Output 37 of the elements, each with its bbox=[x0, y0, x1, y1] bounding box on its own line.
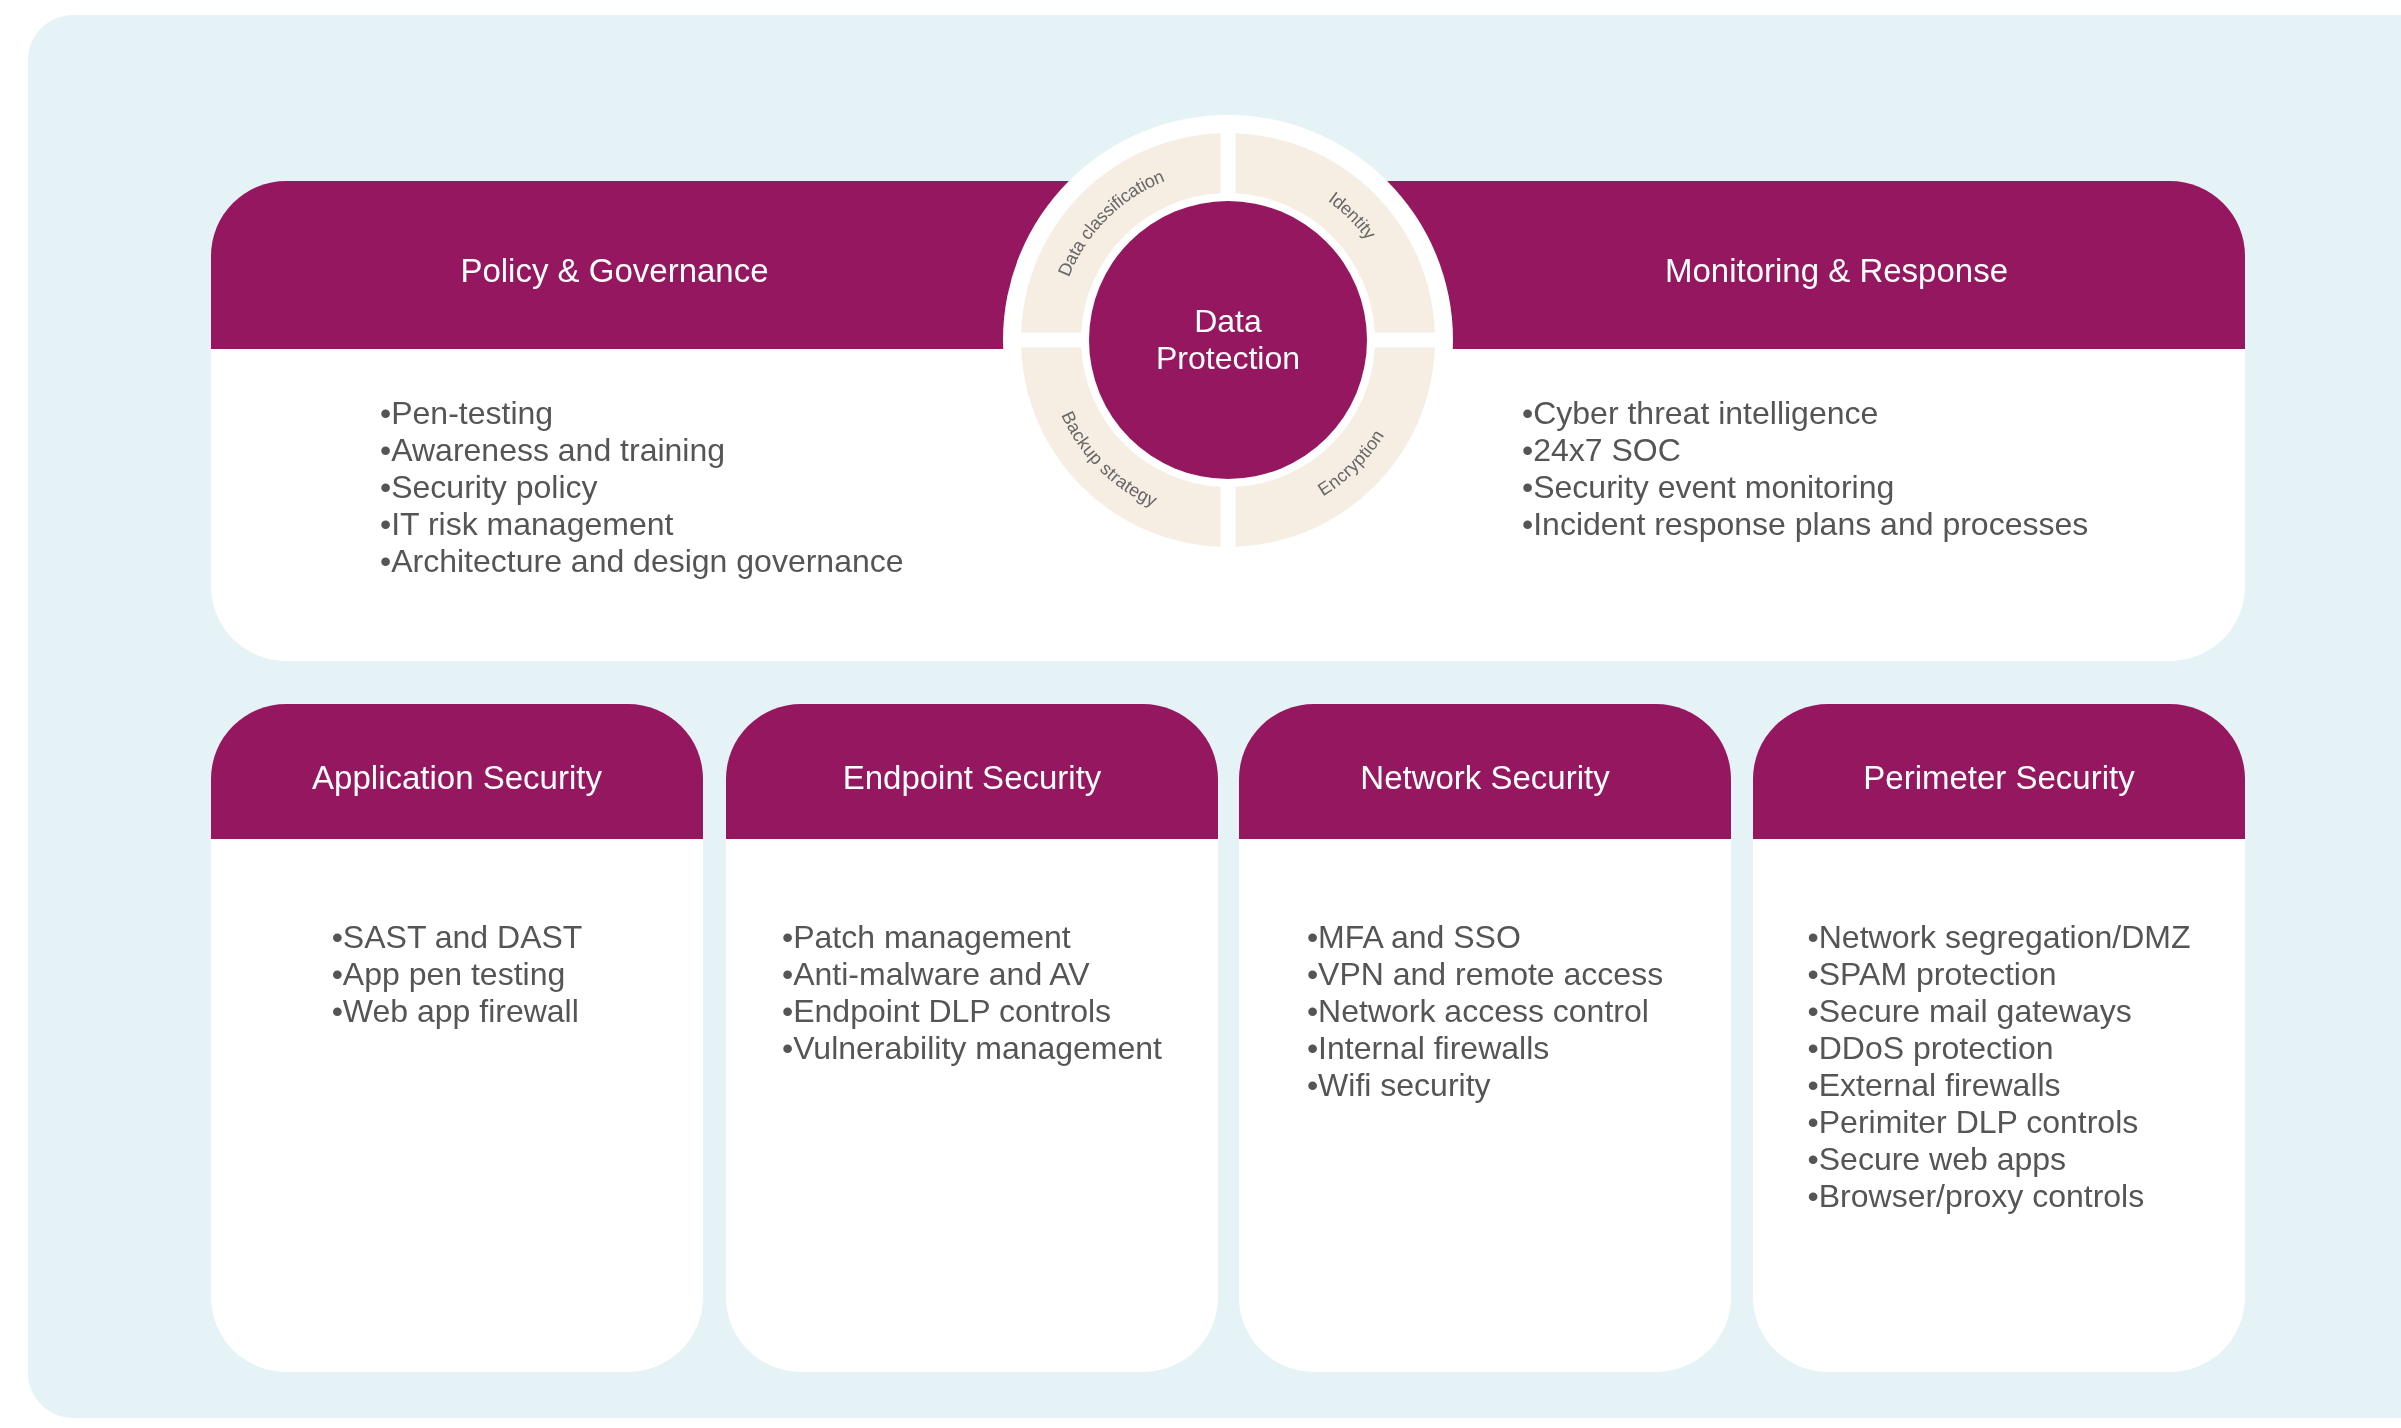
category-card bbox=[1753, 704, 2245, 1372]
list-item: •Perimiter DLP controls bbox=[1807, 1104, 2140, 1141]
category-card bbox=[211, 704, 703, 1372]
category-card bbox=[1239, 704, 1731, 1372]
list-item: •Endpoint DLP controls bbox=[782, 993, 1113, 1030]
list-item: •Web app firewall bbox=[331, 993, 580, 1030]
list-item: •Cyber threat intelligence bbox=[1522, 395, 1880, 432]
list-item: •Internal firewalls bbox=[1306, 1030, 1551, 1067]
list-item: •VPN and remote access bbox=[1306, 956, 1664, 993]
list-item: •External firewalls bbox=[1807, 1067, 2062, 1104]
list-item: •Anti-malware and AV bbox=[782, 956, 1091, 993]
list-item: •Wifi security bbox=[1306, 1067, 1492, 1104]
list-item: •App pen testing bbox=[331, 956, 567, 993]
list-item: •Secure mail gateways bbox=[1807, 993, 2133, 1030]
list-item: •Architecture and design governance bbox=[380, 543, 904, 580]
list-item: •Pen-testing bbox=[380, 395, 555, 432]
list-item: •IT risk management bbox=[380, 506, 675, 543]
card-header: Endpoint Security bbox=[726, 704, 1218, 839]
list-item: •Secure web apps bbox=[1807, 1141, 2067, 1178]
list-item: •24x7 SOC bbox=[1522, 432, 1682, 469]
list-item: •Incident response plans and processes bbox=[1522, 506, 2089, 543]
card-header: Application Security bbox=[211, 704, 703, 839]
list-item: •Vulnerability management bbox=[782, 1030, 1162, 1067]
list-item: •DDoS protection bbox=[1807, 1030, 2055, 1067]
list-item: •Patch management bbox=[782, 919, 1072, 956]
list-item: •Awareness and training bbox=[380, 432, 727, 469]
list-item: •SPAM protection bbox=[1807, 956, 2058, 993]
list-item: •Security policy bbox=[380, 469, 599, 506]
card-header: Perimeter Security bbox=[1753, 704, 2245, 839]
card-header: Network Security bbox=[1239, 704, 1731, 839]
list-item: •MFA and SSO bbox=[1306, 919, 1522, 956]
category-card bbox=[726, 704, 1218, 1372]
list-item: •Network segregation/DMZ bbox=[1807, 919, 2191, 956]
list-item: •Network access control bbox=[1306, 993, 1650, 1030]
list-item: •SAST and DAST bbox=[331, 919, 583, 956]
list-item: •Security event monitoring bbox=[1522, 469, 1896, 506]
list-item: •Browser/proxy controls bbox=[1807, 1178, 2146, 1215]
